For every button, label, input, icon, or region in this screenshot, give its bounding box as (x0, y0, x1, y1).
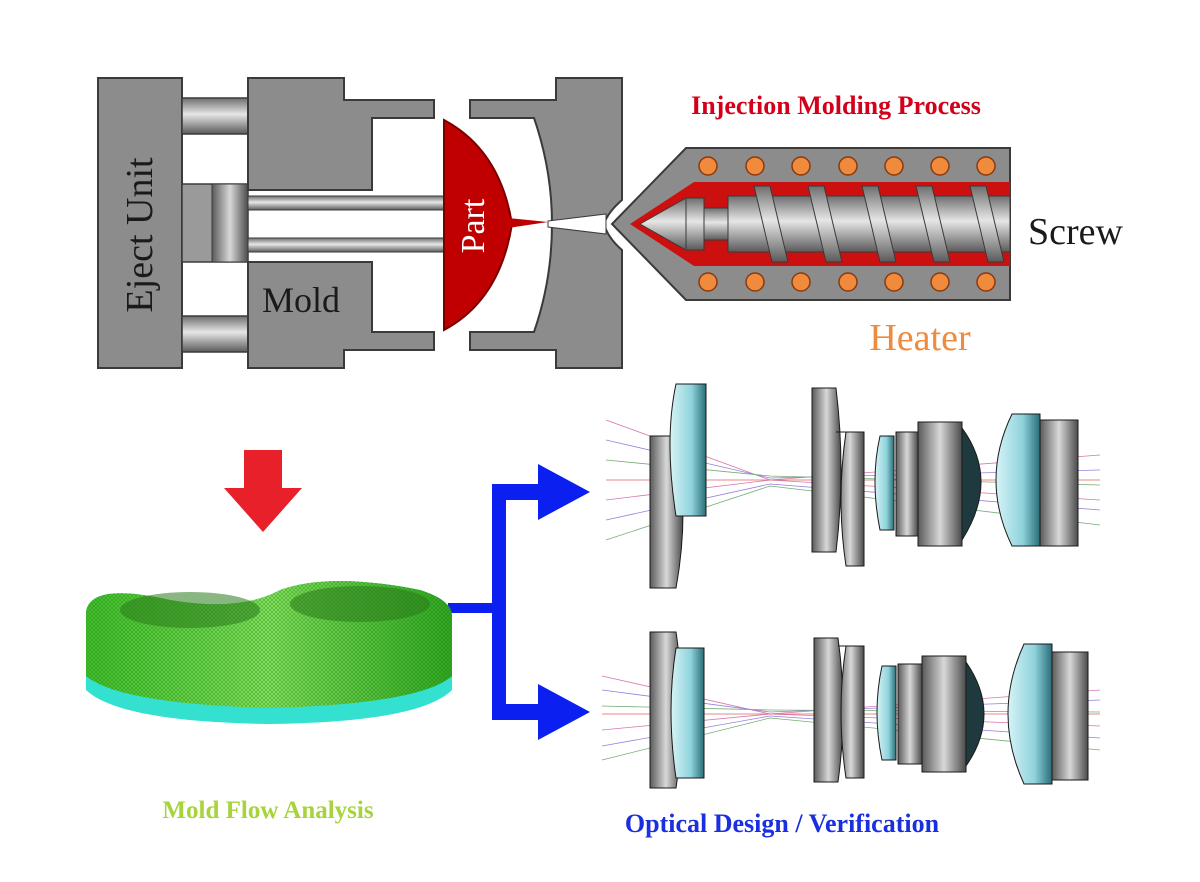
mold-left-half (247, 77, 435, 369)
eject-unit (97, 77, 183, 369)
optical-system-upper (605, 383, 1101, 589)
heater-label: Heater (869, 317, 971, 359)
part (443, 118, 548, 332)
optical-system-lower (601, 631, 1101, 789)
heater-elements (698, 156, 996, 292)
branch-arrow-icon (448, 464, 590, 740)
mold-right-half (469, 77, 623, 369)
mold-label: Mold (262, 280, 340, 320)
mold-flow-label: Mold Flow Analysis (162, 797, 373, 824)
optical-label: Optical Design / Verification (625, 809, 940, 838)
process-title: Injection Molding Process (691, 91, 981, 120)
screw-label: Screw (1028, 211, 1124, 253)
mold-flow-mesh (86, 581, 452, 724)
screw (638, 185, 1011, 263)
eject-unit-label: Eject Unit (119, 157, 161, 313)
part-label: Part (455, 198, 492, 253)
guide-rods (181, 97, 445, 353)
down-arrow-icon (224, 450, 302, 532)
